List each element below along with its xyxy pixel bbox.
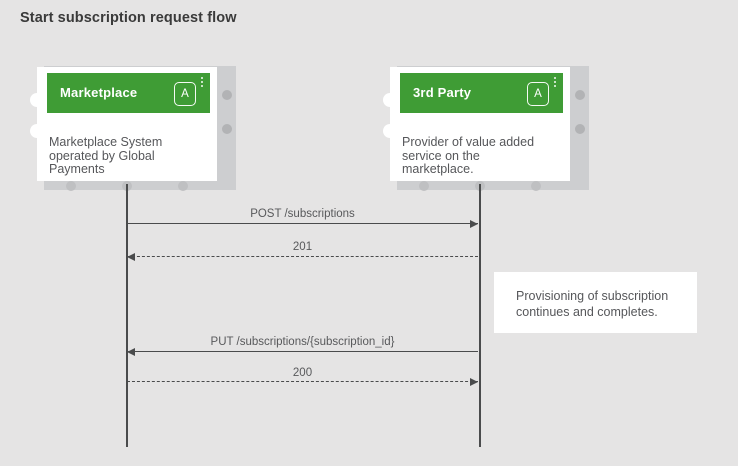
- actor-node-third-party[interactable]: 3rd Party A Provider of value added serv…: [383, 66, 590, 192]
- actor-header: 3rd Party A: [400, 73, 563, 113]
- connector-dot[interactable]: [575, 90, 585, 100]
- connector-dot[interactable]: [222, 124, 232, 134]
- connector-dot[interactable]: [222, 90, 232, 100]
- message-label-post-subscriptions: POST /subscriptions: [250, 208, 355, 220]
- kebab-menu-icon[interactable]: [201, 77, 203, 89]
- connector-dot[interactable]: [419, 181, 429, 191]
- lifeline-marketplace: [126, 184, 128, 447]
- connector-dot[interactable]: [531, 181, 541, 191]
- message-line-dashed: [127, 381, 478, 382]
- port-handle[interactable]: [383, 93, 397, 107]
- actor-card[interactable]: 3rd Party A Provider of value added serv…: [390, 67, 570, 181]
- note-box[interactable]: Provisioning of subscription continues a…: [494, 272, 697, 333]
- actor-name: Marketplace: [60, 85, 138, 100]
- kebab-menu-icon[interactable]: [554, 77, 556, 89]
- message-label-201: 201: [292, 241, 313, 253]
- actor-type-badge: A: [527, 82, 549, 106]
- port-handle[interactable]: [30, 93, 44, 107]
- actor-header: Marketplace A: [47, 73, 210, 113]
- message-label-put-subscription: PUT /subscriptions/{subscription_id}: [210, 336, 395, 348]
- actor-card[interactable]: Marketplace A Marketplace System operate…: [37, 67, 217, 181]
- actor-node-marketplace[interactable]: Marketplace A Marketplace System operate…: [30, 66, 237, 192]
- message-label-200: 200: [292, 367, 313, 379]
- actor-type-badge: A: [174, 82, 196, 106]
- connector-dot[interactable]: [66, 181, 76, 191]
- arrowhead-left-icon: [127, 347, 135, 356]
- arrowhead-left-icon: [127, 252, 135, 261]
- actor-name: 3rd Party: [413, 85, 472, 100]
- connector-dot[interactable]: [575, 124, 585, 134]
- port-handle[interactable]: [30, 124, 44, 138]
- message-line-solid: [127, 351, 478, 352]
- connector-dot[interactable]: [178, 181, 188, 191]
- diagram-title: Start subscription request flow: [20, 10, 237, 26]
- arrowhead-right-icon: [470, 219, 478, 228]
- port-handle[interactable]: [383, 124, 397, 138]
- arrowhead-right-icon: [470, 377, 478, 386]
- actor-description: Marketplace System operated by Global Pa…: [49, 135, 163, 176]
- message-line-dashed: [127, 256, 478, 257]
- actor-description: Provider of value added service on the m…: [402, 135, 535, 176]
- message-line-solid: [127, 223, 478, 224]
- lifeline-third-party: [479, 184, 481, 447]
